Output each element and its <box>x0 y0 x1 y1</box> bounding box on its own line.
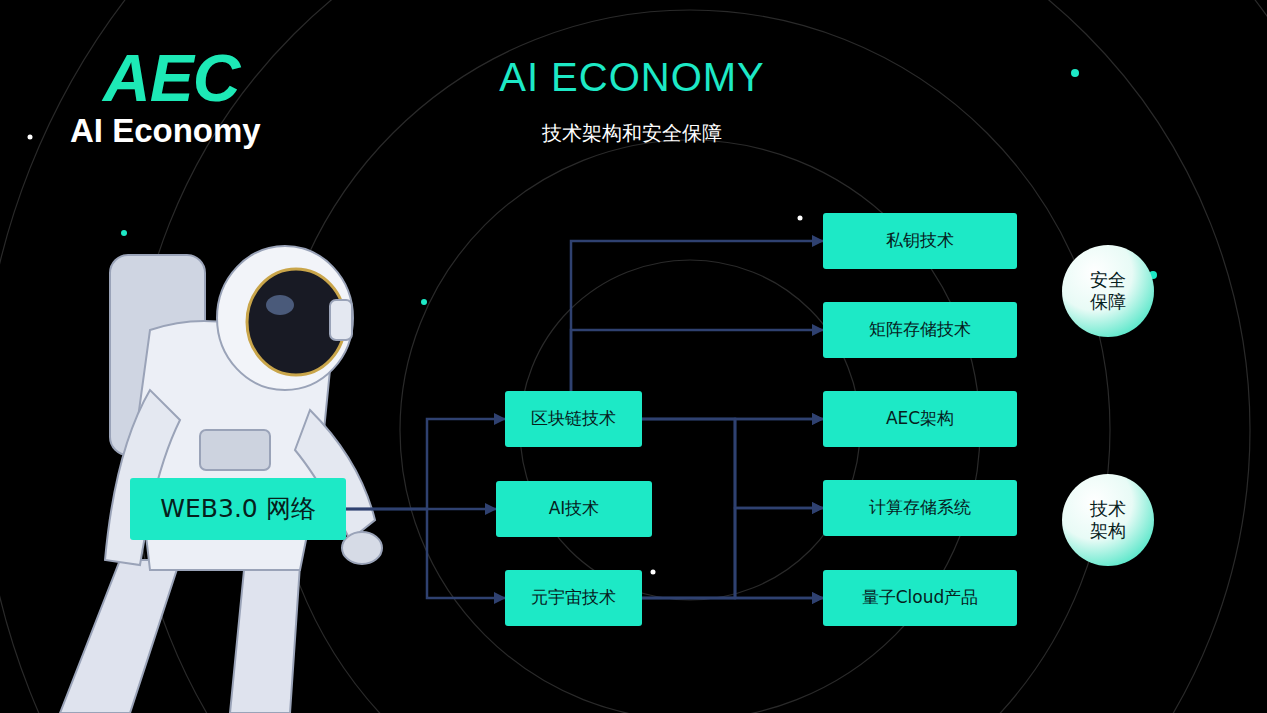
logo-text: AI Economy <box>70 112 261 150</box>
box-label: 计算存储系统 <box>869 497 971 518</box>
flow-connector <box>346 509 505 598</box>
flow-connector <box>642 597 823 600</box>
circle-label: 安全保障 <box>1090 269 1127 314</box>
tech-box: AI技术 <box>496 481 652 537</box>
box-label: WEB3.0 网络 <box>160 493 315 524</box>
circle-label: 技术架构 <box>1090 498 1127 543</box>
tech-box: 元宇宙技术 <box>505 570 642 626</box>
tech-box: 区块链技术 <box>505 391 642 447</box>
architecture-box: 量子Cloud产品 <box>823 570 1017 626</box>
flow-connector <box>642 508 823 598</box>
architecture-box: AEC架构 <box>823 391 1017 447</box>
astronaut-illustration <box>60 246 382 713</box>
network-box: WEB3.0 网络 <box>130 478 346 540</box>
box-label: 元宇宙技术 <box>531 587 616 608</box>
flow-connector <box>642 419 823 598</box>
box-label: AI技术 <box>549 498 600 519</box>
architecture-box: 计算存储系统 <box>823 480 1017 536</box>
logo-mark: AEC <box>103 40 239 116</box>
star-dots <box>28 69 1158 575</box>
flow-connector <box>571 330 823 391</box>
box-label: 矩阵存储技术 <box>869 319 971 340</box>
subtitle: 技术架构和安全保障 <box>542 120 722 147</box>
flow-connector <box>642 419 823 508</box>
flow-connector <box>642 419 823 598</box>
box-label: 区块链技术 <box>531 408 616 429</box>
security-box: 私钥技术 <box>823 213 1017 269</box>
box-label: AEC架构 <box>886 408 954 429</box>
category-circle: 技术架构 <box>1062 474 1154 566</box>
flow-connector <box>571 241 823 391</box>
box-label: 量子Cloud产品 <box>862 587 979 608</box>
slide-title: AI ECONOMY <box>499 55 765 100</box>
box-label: 私钥技术 <box>886 230 954 251</box>
category-circle: 安全保障 <box>1062 245 1154 337</box>
flow-connector <box>346 419 505 509</box>
security-box: 矩阵存储技术 <box>823 302 1017 358</box>
